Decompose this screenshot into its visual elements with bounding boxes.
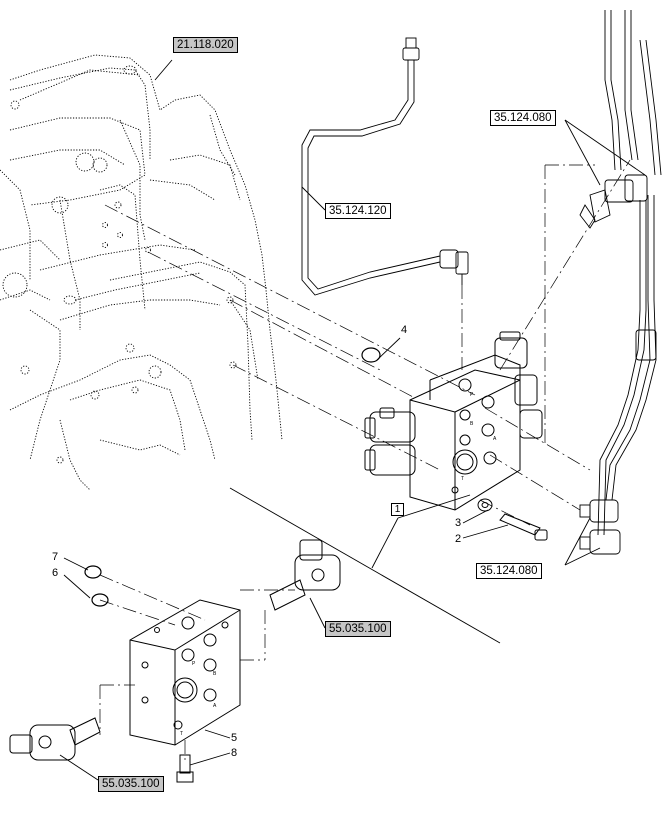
svg-text:B: B (213, 671, 217, 677)
part-number-8: 8 (231, 747, 238, 759)
hydraulic-hoses (579, 10, 662, 555)
ref-pipe[interactable]: 35.124.120 (325, 203, 391, 219)
part-number-2: 2 (455, 533, 462, 545)
part-number-7: 7 (52, 551, 59, 563)
svg-text:B: B (470, 421, 474, 427)
tractor-frame (0, 54, 283, 491)
o-ring-7 (84, 565, 102, 579)
ref-hoses-upper[interactable]: 35.124.080 (490, 110, 556, 126)
svg-text:P: P (192, 661, 196, 667)
ref-solenoid-lower[interactable]: 55.035.100 (98, 776, 164, 792)
o-ring-6 (91, 593, 109, 607)
solenoid-lower-left (9, 717, 101, 761)
leader-lines (59, 59, 646, 781)
svg-text:T: T (461, 476, 464, 482)
part-number-6: 6 (52, 567, 59, 579)
port-markings: B A P T B A P T (180, 392, 497, 737)
svg-text:A: A (493, 436, 497, 442)
part-number-4: 4 (401, 324, 408, 336)
hydraulic-pipe (301, 37, 469, 296)
part-number-5: 5 (231, 732, 238, 744)
bolt-8 (176, 754, 194, 783)
svg-text:A: A (213, 703, 217, 709)
valve-block-lower (129, 599, 241, 746)
ref-solenoid-upper[interactable]: 55.035.100 (325, 621, 391, 637)
solenoid-upper-right (269, 539, 341, 611)
ref-frame[interactable]: 21.118.020 (173, 37, 238, 53)
part-number-3: 3 (455, 517, 462, 529)
valve-assembly-upper (364, 331, 543, 511)
svg-text:T: T (180, 731, 183, 737)
part-callout-1: 1 (391, 503, 404, 516)
ref-hoses-lower[interactable]: 35.124.080 (476, 563, 542, 579)
o-ring-4 (361, 347, 381, 363)
svg-text:P: P (470, 392, 474, 398)
washer-and-bolt (477, 498, 548, 541)
